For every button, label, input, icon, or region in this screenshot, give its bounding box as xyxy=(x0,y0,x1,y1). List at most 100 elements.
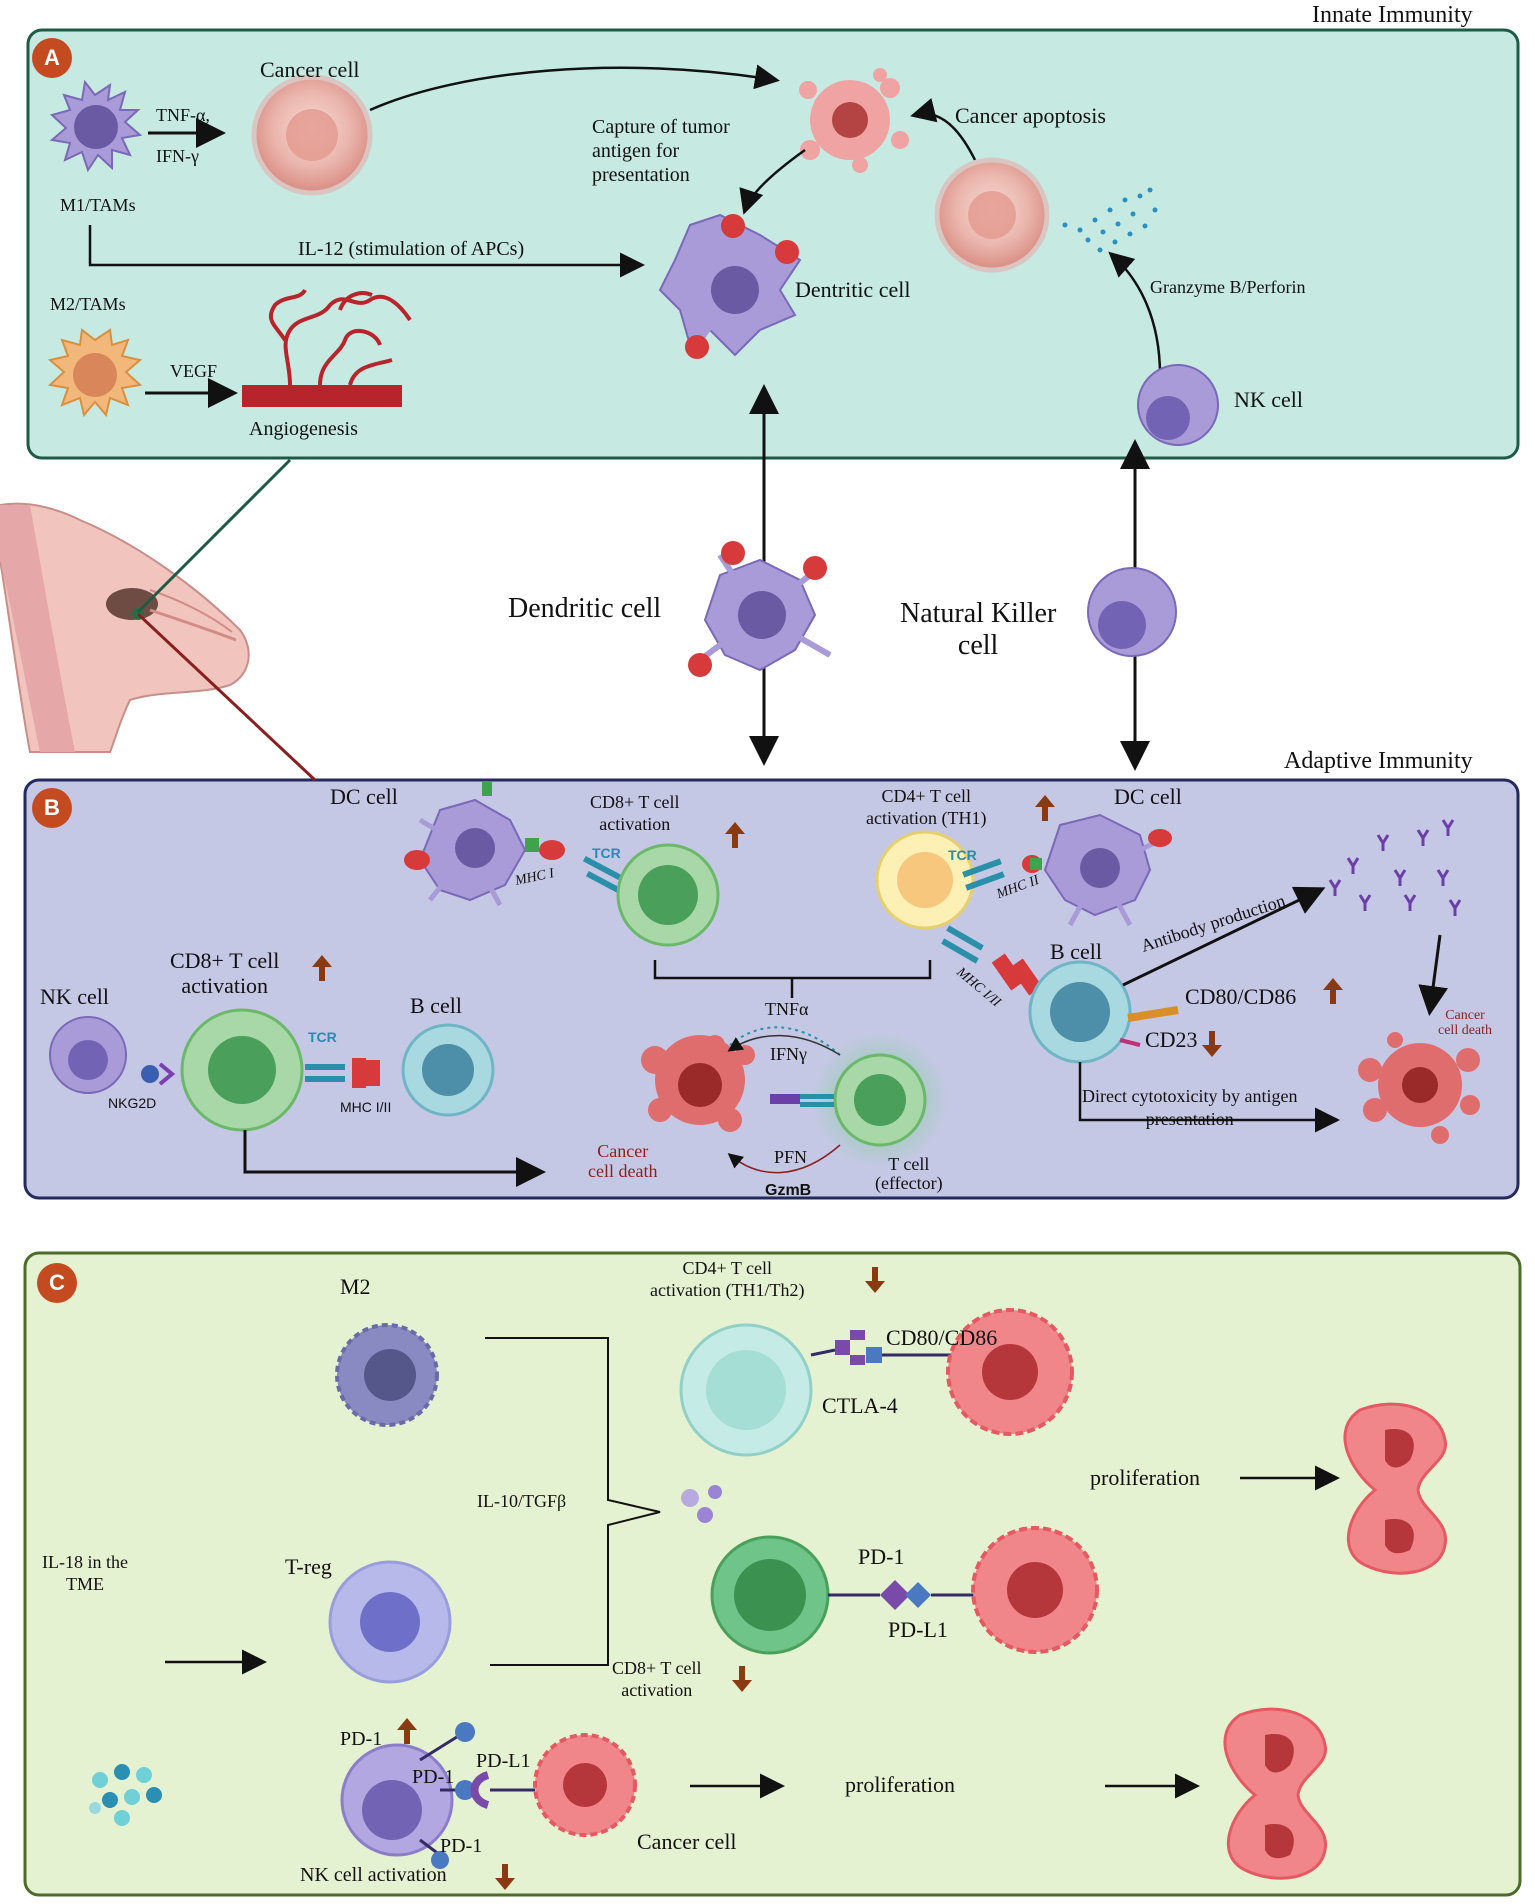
down-arrows xyxy=(495,1031,1222,1890)
label-pfn: PFN xyxy=(774,1147,808,1167)
label-il18: IL-18 in the TME xyxy=(42,1552,128,1594)
nk-cell-middle xyxy=(1087,567,1177,657)
cd8-t-cell-b-top xyxy=(616,843,720,947)
label-angiogenesis: Angiogenesis xyxy=(249,418,358,440)
label-tnf: TNF-α, xyxy=(156,105,210,125)
dendritic-cell-a xyxy=(658,213,802,359)
tcr-b-top-left xyxy=(582,855,625,896)
cd4-t-cell-c xyxy=(679,1323,813,1457)
il18-molecules xyxy=(89,1764,162,1826)
label-direct-cytotoxicity: Direct cytotoxicity by antigen presentat… xyxy=(1082,1086,1298,1129)
antibodies xyxy=(1328,819,1462,916)
label-cd23: CD23 xyxy=(1145,1027,1198,1052)
label-m2-c: M2 xyxy=(340,1274,371,1299)
cancer-cell-c-bottom xyxy=(533,1733,637,1837)
label-tcr-1: TCR xyxy=(592,845,621,861)
cancer-cell-c-mid xyxy=(971,1526,1099,1654)
label-pdl1: PD-L1 xyxy=(888,1617,948,1642)
label-il10: IL-10/TGFβ xyxy=(477,1491,567,1511)
dc-cell-b-right xyxy=(1022,813,1172,927)
label-pd1: PD-1 xyxy=(858,1544,905,1569)
label-tcr-2: TCR xyxy=(948,847,977,863)
up-arrows xyxy=(312,795,1343,1744)
label-t-effector: T cell (effector) xyxy=(875,1154,943,1193)
label-b-cell-right: B cell xyxy=(1050,939,1102,964)
cancer-cell-target-a xyxy=(934,157,1050,273)
label-dc-b-left: DC cell xyxy=(330,784,398,809)
nk-cell-a xyxy=(1137,364,1219,446)
label-gzmb: GzmB xyxy=(765,1182,812,1199)
label-cd80-b: CD80/CD86 xyxy=(1185,984,1297,1009)
label-proliferation-top: proliferation xyxy=(1090,1465,1200,1490)
panel-b xyxy=(23,778,1520,1200)
label-cd4-b: CD4+ T cell activation (TH1) xyxy=(866,786,987,828)
dividing-cell-c-bottom xyxy=(1223,1707,1327,1880)
label-vegf: VEGF xyxy=(170,361,218,381)
b-cell-b-left xyxy=(401,1023,495,1117)
cancer-death-b-right xyxy=(1358,1032,1480,1144)
label-ifny: IFNγ xyxy=(770,1044,807,1064)
t-cell-effector xyxy=(833,1053,927,1147)
label-treg: T-reg xyxy=(285,1554,332,1579)
label-dc-b-right: DC cell xyxy=(1114,784,1182,809)
label-ifn: IFN-γ xyxy=(156,146,199,166)
label-cd8-c: CD8+ T cell activation xyxy=(612,1658,702,1700)
label-cd8-b-left: CD8+ T cell activation xyxy=(170,948,280,999)
label-proliferation-bottom: proliferation xyxy=(845,1772,955,1797)
label-cancer-cell: Cancer cell xyxy=(260,57,360,82)
b-cell-b-right xyxy=(1028,960,1132,1064)
m2-cell-c xyxy=(335,1323,439,1427)
label-dendritic-a: Dentritic cell xyxy=(795,277,911,302)
label-nk-activation: NK cell activation xyxy=(300,1864,447,1886)
label-cd4-c: CD4+ T cell activation (TH1/Th2) xyxy=(650,1258,805,1300)
label-mhc-left: MHC I/II xyxy=(340,1099,392,1115)
cd4-t-cell-b xyxy=(875,830,975,930)
dc-cell-b-left xyxy=(404,782,565,907)
label-cancer-death-mid: Cancer cell death xyxy=(588,1141,658,1181)
label-m2-a: M2/TAMs xyxy=(50,294,126,314)
m2-macrophage-a xyxy=(47,328,143,418)
m1-macrophage xyxy=(49,79,143,173)
breast-illustration xyxy=(0,502,250,753)
label-dendritic-middle: Dendritic cell xyxy=(508,593,662,624)
label-b-cell-left: B cell xyxy=(410,993,462,1018)
label-tnfa: TNFα xyxy=(765,999,809,1019)
label-granzyme: Granzyme B/Perforin xyxy=(1150,277,1306,297)
title-innate: Innate Immunity xyxy=(1312,2,1473,28)
label-pd1-a: PD-1 xyxy=(340,1728,383,1750)
label-ctla4: CTLA-4 xyxy=(822,1393,898,1418)
title-adaptive: Adaptive Immunity xyxy=(1284,748,1473,774)
label-nk-b: NK cell xyxy=(40,984,110,1009)
cancer-cell-c-top xyxy=(946,1308,1074,1436)
cancer-death-b-mid xyxy=(641,1035,755,1132)
badge-b: B xyxy=(32,788,72,828)
label-tcr-3: TCR xyxy=(308,1029,337,1045)
label-pd1-c: PD-1 xyxy=(440,1835,483,1857)
label-nkg2d: NKG2D xyxy=(108,1095,157,1111)
label-pd1-b: PD-1 xyxy=(412,1766,455,1788)
label-m1: M1/TAMs xyxy=(60,195,136,215)
label-nk-middle: Natural Killer cell xyxy=(900,598,1057,662)
label-cd80-c: CD80/CD86 xyxy=(886,1325,998,1350)
connector-green xyxy=(136,458,292,614)
blood-vessel xyxy=(242,288,412,407)
cancer-cell-a xyxy=(251,74,373,196)
label-cancer-death-right: Cancer cell death xyxy=(1438,1008,1493,1039)
cd8-t-cell-b-left xyxy=(180,1008,304,1132)
il10-molecules xyxy=(681,1485,722,1523)
label-pdl1-b: PD-L1 xyxy=(476,1750,531,1772)
treg-cell xyxy=(328,1560,452,1684)
dendritic-cell-middle xyxy=(688,541,832,677)
granzyme-dots xyxy=(1062,187,1158,253)
tcr-b-top-right xyxy=(941,858,1005,964)
label-cd8-b-top: CD8+ T cell activation xyxy=(590,792,680,834)
connector-red xyxy=(136,612,317,782)
label-il12: IL-12 (stimulation of APCs) xyxy=(298,238,525,260)
label-cancer-cell-c: Cancer cell xyxy=(637,1829,737,1854)
cd8-t-cell-c xyxy=(710,1535,830,1655)
label-cancer-apoptosis: Cancer apoptosis xyxy=(955,103,1106,128)
badge-c: C xyxy=(37,1263,77,1303)
nk-cell-b xyxy=(49,1016,176,1094)
dividing-cell-c-top xyxy=(1343,1402,1447,1575)
